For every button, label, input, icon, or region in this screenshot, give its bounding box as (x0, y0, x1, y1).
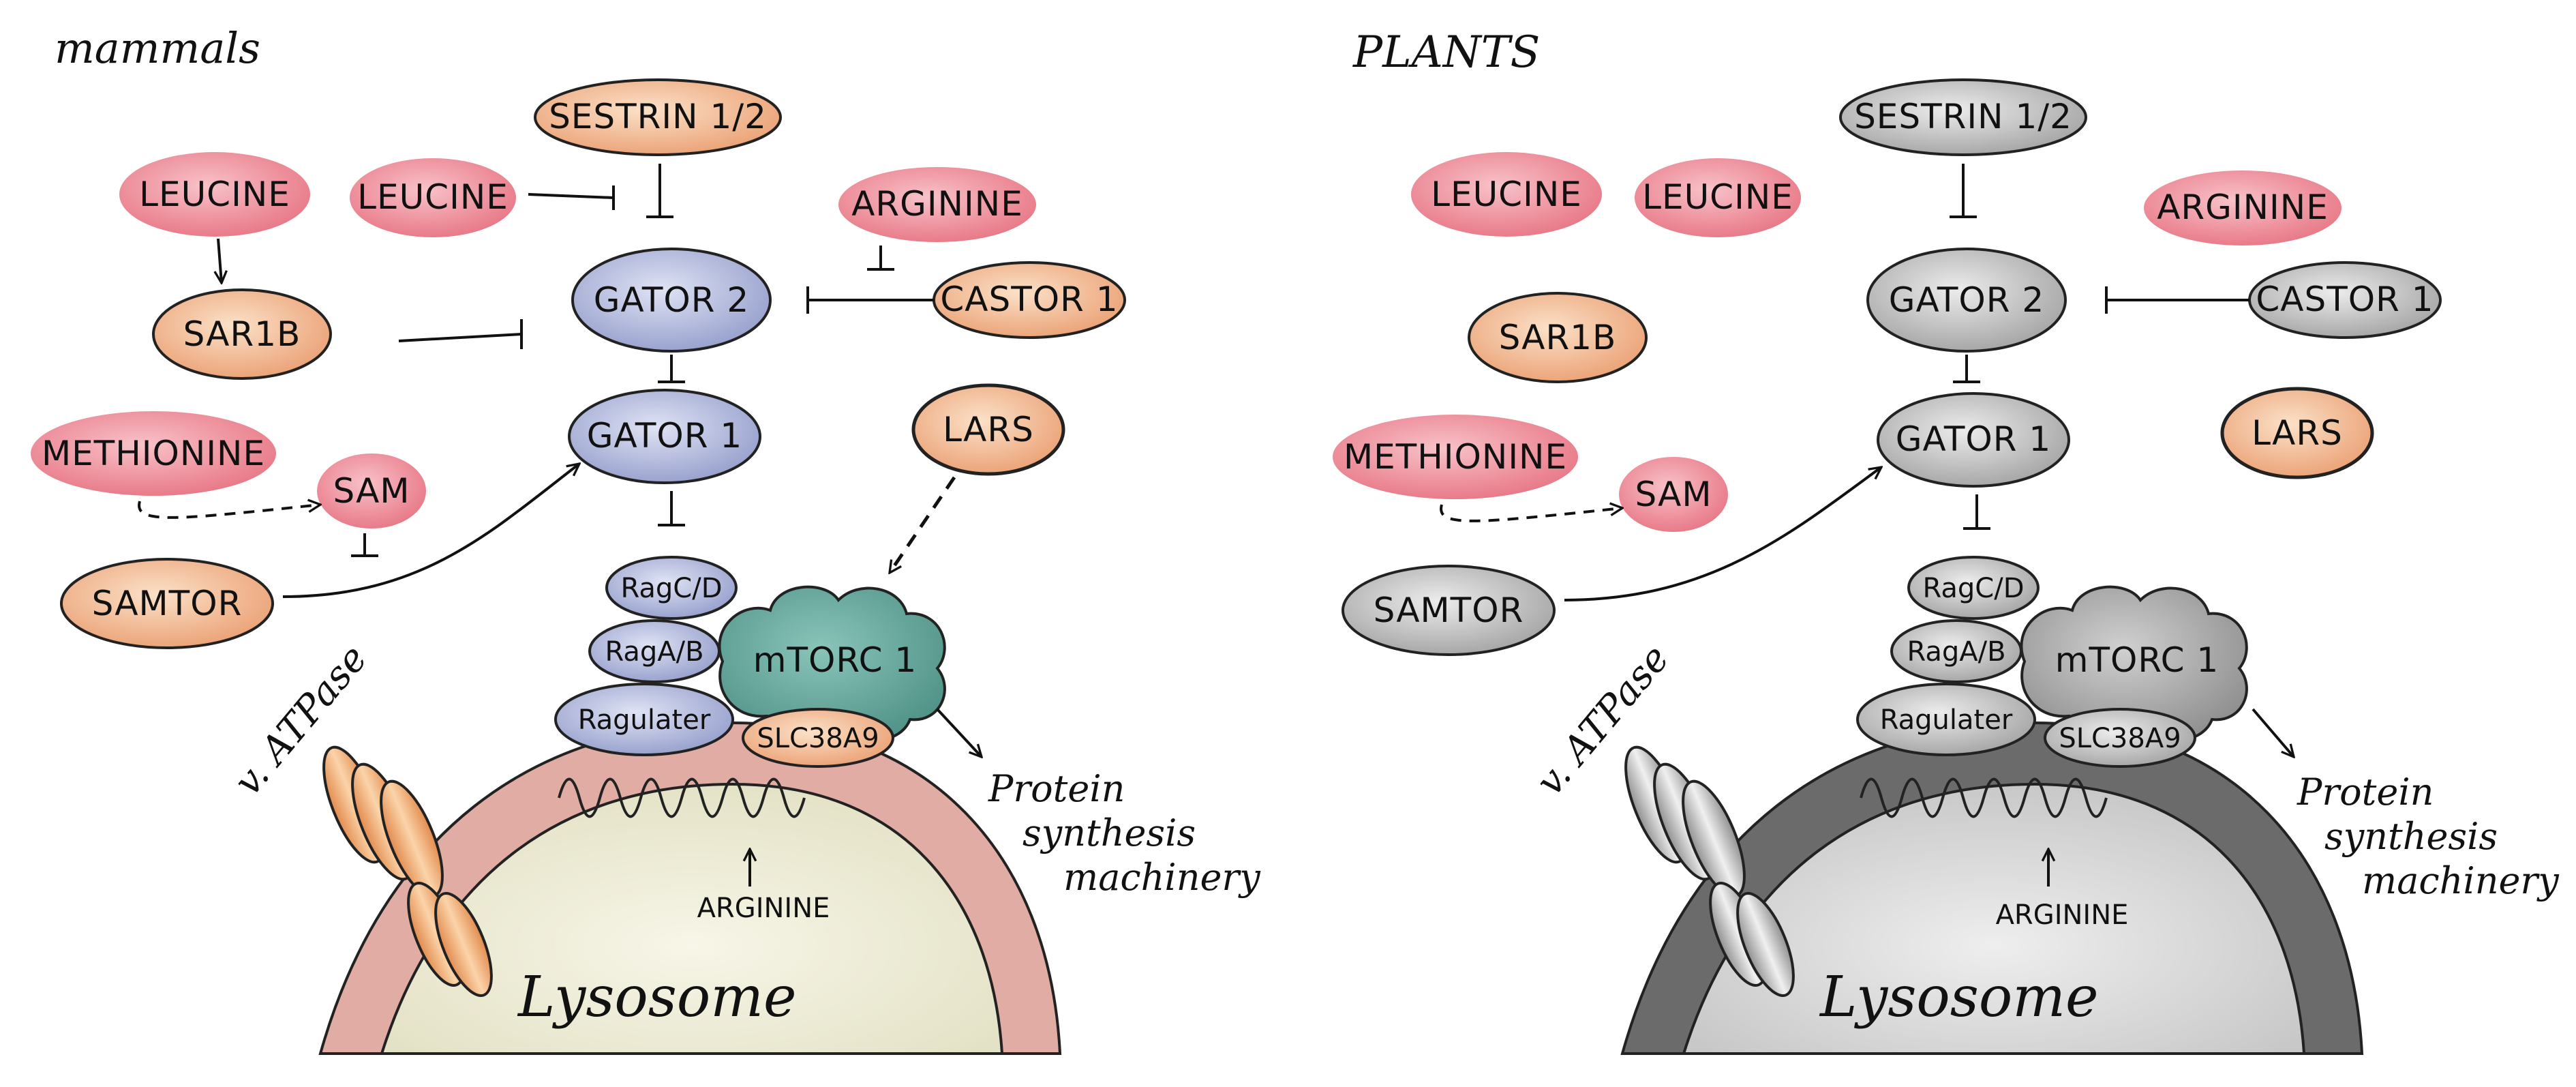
svg-text:Ragulater: Ragulater (1880, 704, 2013, 736)
edge-methionine-sam (138, 501, 320, 519)
node-gator2: GATOR 2 (1866, 248, 2067, 353)
panel-title: PLANTS (1352, 27, 1540, 78)
svg-text:RagC/D: RagC/D (1922, 573, 2024, 604)
arginine-bottom-label: ARGININE (1996, 899, 2129, 931)
v-atpase: v. ATPase (1528, 637, 1795, 998)
lysosome-label: Lysosome (517, 965, 797, 1030)
svg-text:GATOR 1: GATOR 1 (1896, 419, 2051, 459)
protein-label-1: Protein (988, 767, 1125, 810)
node-rag-cd: RagC/D (605, 556, 738, 620)
panel-title: mammals (55, 23, 260, 73)
svg-text:mTORC 1: mTORC 1 (753, 640, 917, 680)
slc38a9-transmembrane (1860, 777, 2108, 818)
edge-methionine-sam (1440, 505, 1622, 522)
node-castor1: CASTOR 1 (933, 261, 1126, 339)
svg-text:GATOR 1: GATOR 1 (587, 416, 742, 456)
node-arginine-top: ARGININE (2144, 170, 2342, 245)
node-ragulator: Ragulater (554, 683, 734, 756)
svg-text:SAM: SAM (333, 471, 410, 511)
edges (1440, 164, 2294, 887)
node-rag-ab: RagA/B (588, 619, 721, 683)
node-gator1: GATOR 1 (568, 389, 761, 484)
node-castor1: CASTOR 1 (2248, 261, 2442, 339)
node-methionine: METHIONINE (31, 411, 276, 496)
svg-text:SLC38A9: SLC38A9 (2059, 723, 2181, 754)
edge-sar1b-gator2 (398, 333, 522, 342)
svg-text:ARGININE: ARGININE (851, 184, 1023, 224)
svg-text:SAR1B: SAR1B (1499, 318, 1617, 357)
node-sar1b: SAR1B (1468, 292, 1648, 383)
svg-text:METHIONINE: METHIONINE (1344, 437, 1567, 477)
svg-text:RagA/B: RagA/B (1907, 636, 2005, 668)
svg-text:SLC38A9: SLC38A9 (757, 723, 879, 754)
svg-text:Ragulater: Ragulater (578, 704, 711, 736)
edge-mtorc1-protein (936, 708, 982, 757)
svg-text:mTORC 1: mTORC 1 (2055, 640, 2219, 680)
svg-text:SAMTOR: SAMTOR (92, 584, 243, 623)
svg-text:LEUCINE: LEUCINE (357, 177, 509, 217)
node-sar1b: SAR1B (152, 288, 332, 380)
node-gator1: GATOR 1 (1877, 392, 2070, 488)
node-leucine-b: LEUCINE (1635, 158, 1801, 237)
edge-samtor-gator1 (282, 464, 579, 598)
svg-text:SAMTOR: SAMTOR (1374, 591, 1524, 630)
svg-text:GATOR 2: GATOR 2 (1889, 280, 2044, 320)
lysosome: Lysosome (318, 721, 1062, 1055)
edge-samtor-gator1 (1564, 467, 1881, 601)
protein-label-2: synthesis (1022, 811, 1196, 854)
svg-text:ARGININE: ARGININE (2157, 188, 2329, 227)
node-leucine-a: LEUCINE (1411, 152, 1602, 237)
edge-lars-mtorc1 (890, 476, 956, 573)
node-leucine-b: LEUCINE (350, 158, 516, 237)
edge-mtorc1-protein (2252, 708, 2294, 757)
node-methionine: METHIONINE (1333, 415, 1578, 499)
svg-text:SAR1B: SAR1B (183, 314, 301, 354)
svg-text:SESTRIN 1/2: SESTRIN 1/2 (1854, 97, 2072, 136)
node-samtor: SAMTOR (60, 558, 274, 649)
edge-leucine-sestrin (528, 193, 614, 199)
node-sestrin: SESTRIN 1/2 (1839, 78, 2087, 156)
node-rag-ab: RagA/B (1890, 619, 2022, 683)
node-ragulator: Ragulater (1856, 683, 2036, 756)
node-lars: LARS (2220, 387, 2374, 479)
node-leucine-a: LEUCINE (119, 152, 310, 237)
slc38a9-transmembrane (558, 777, 806, 818)
plants-panel: PLANTS Lysosome v. ATPase LEUCINE LEUCIN… (1333, 27, 2560, 1055)
node-sam: SAM (317, 453, 426, 528)
node-arginine-top: ARGININE (838, 167, 1036, 242)
svg-text:CASTOR 1: CASTOR 1 (2256, 280, 2434, 319)
svg-text:LEUCINE: LEUCINE (139, 175, 290, 214)
node-mtorc1: mTORC 1 (718, 585, 946, 743)
svg-text:LEUCINE: LEUCINE (1642, 177, 1793, 217)
node-slc38a9: SLC38A9 (2044, 708, 2196, 768)
svg-text:LARS: LARS (2252, 413, 2343, 453)
protein-label-1: Protein (2297, 771, 2434, 814)
protein-label-2: synthesis (2324, 815, 2498, 858)
protein-label-3: machinery (2362, 859, 2560, 902)
svg-text:RagC/D: RagC/D (620, 573, 722, 604)
svg-text:LEUCINE: LEUCINE (1431, 175, 1582, 214)
node-sam: SAM (1619, 457, 1728, 532)
svg-text:SAM: SAM (1635, 475, 1712, 514)
svg-text:GATOR 2: GATOR 2 (594, 280, 749, 320)
lysosome-label: Lysosome (1819, 965, 2099, 1030)
svg-text:LARS: LARS (943, 410, 1034, 449)
node-slc38a9: SLC38A9 (742, 708, 894, 768)
protein-label-3: machinery (1063, 856, 1261, 899)
node-samtor: SAMTOR (1342, 565, 1556, 656)
node-gator2: GATOR 2 (571, 248, 772, 353)
node-lars: LARS (911, 383, 1065, 476)
edge-leucine-sar1b (218, 238, 222, 283)
node-rag-cd: RagC/D (1907, 556, 2040, 620)
svg-text:CASTOR 1: CASTOR 1 (940, 280, 1118, 319)
svg-text:RagA/B: RagA/B (605, 636, 703, 668)
arginine-bottom-label: ARGININE (697, 893, 830, 924)
mammals-panel: mammals Lysosome v. ATPase LEUCINE LEUCI… (31, 23, 1261, 1055)
svg-text:METHIONINE: METHIONINE (42, 434, 265, 473)
node-sestrin: SESTRIN 1/2 (534, 78, 782, 156)
svg-text:SESTRIN 1/2: SESTRIN 1/2 (549, 97, 767, 136)
